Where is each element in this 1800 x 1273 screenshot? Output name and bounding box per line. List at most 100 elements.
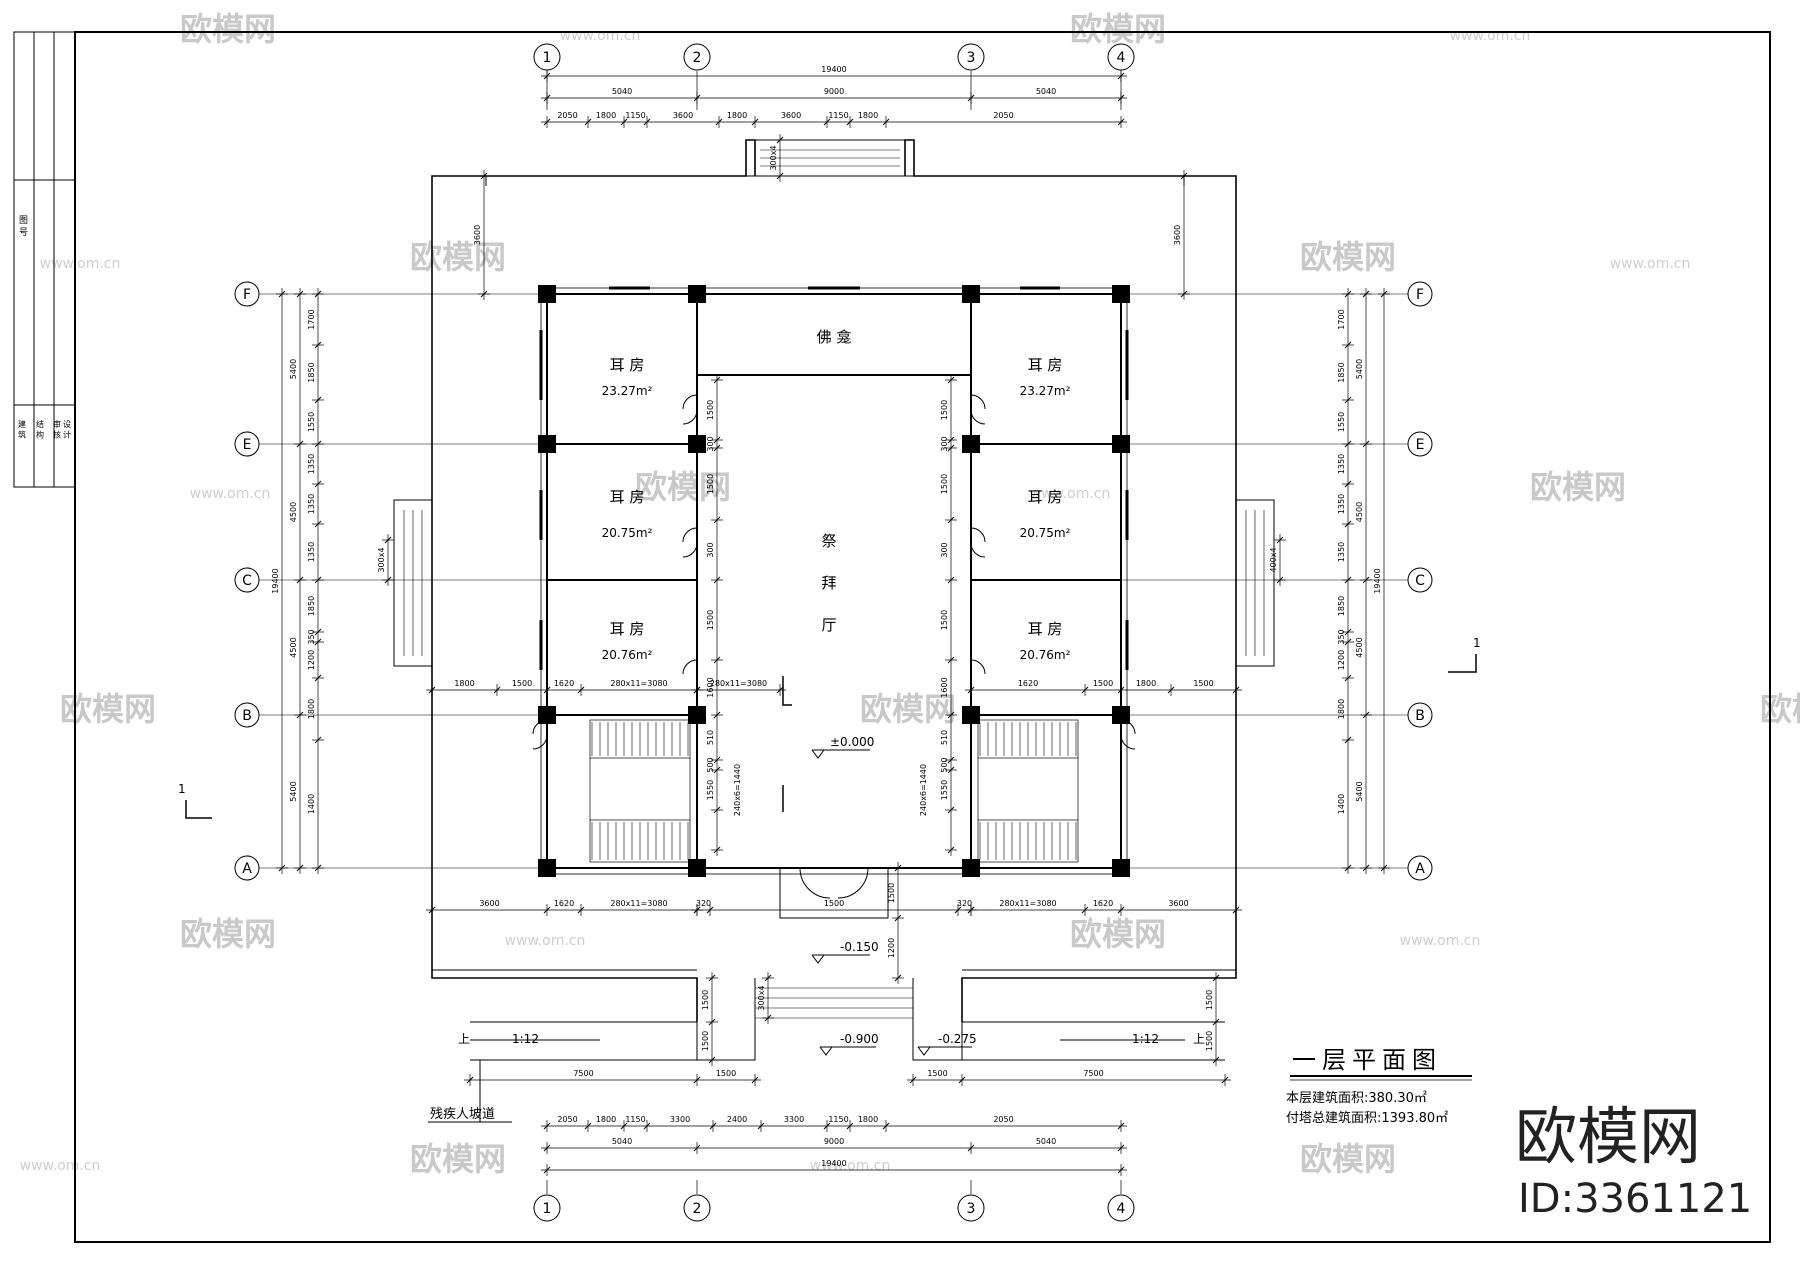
dim-bottom-fine-slash — [1117, 1122, 1125, 1130]
dim-right-mid-value: 5400 — [1355, 359, 1364, 379]
watermark-text: 欧模网 — [410, 1140, 506, 1178]
dim-row-b-right-value: 1500 — [1193, 679, 1213, 688]
dim-ramp-front-right-slash — [1212, 1018, 1220, 1026]
dim-door-left-slash — [713, 711, 721, 719]
brand-id: ID:3361121 — [1518, 1176, 1752, 1222]
dim-top-fine-slash — [751, 118, 759, 126]
column — [688, 859, 706, 877]
room-ear-label: 耳 房 — [610, 488, 645, 506]
dim-right-total-value: 19400 — [1373, 568, 1382, 593]
dim-bottom-total-value: 19400 — [821, 1159, 846, 1168]
stair-treads — [591, 722, 1077, 860]
axis-label: B — [242, 708, 252, 724]
watermark-text: 欧模网 — [635, 468, 731, 506]
dim-ramp-bottom-right-slash — [958, 1076, 966, 1084]
dim-bottom-fine-slash — [846, 1122, 854, 1130]
axis-label: C — [242, 573, 252, 589]
dim-left-fine-slash — [314, 440, 322, 448]
dim-ramp-bottom-left-slash — [751, 1076, 759, 1084]
column — [688, 285, 706, 303]
dim-right-fine-value: 1200 — [1337, 650, 1346, 670]
dim-door-right-slash — [947, 516, 955, 524]
dim-left-fine-slash — [314, 638, 322, 646]
dim-ramp-front-left-value: 1500 — [701, 990, 710, 1010]
dim-door-left-value: 1500 — [706, 400, 715, 420]
dim-door-right-value: 1600 — [940, 677, 949, 697]
axis-label: F — [243, 287, 251, 303]
dim-top-fine-slash — [584, 118, 592, 126]
dim-right-fine-value: 1550 — [1337, 412, 1346, 432]
dim-side-stair-left-slash — [384, 576, 392, 584]
dim-right-mid-slash — [1362, 440, 1370, 448]
dim-right-fine-value: 1800 — [1337, 699, 1346, 719]
room-buddha-hall: 佛 龛 — [817, 328, 852, 346]
dim-side-stair-left-slash — [384, 536, 392, 544]
dim-bottom-mid-slash — [967, 1144, 975, 1152]
dim-door-right-slash — [947, 376, 955, 384]
drawing-title-block: 一层平面图 本层建筑面积:380.30㎡ 付塔总建筑面积:1393.80㎡ — [1286, 1046, 1472, 1126]
dim-left-fine-slash — [314, 864, 322, 872]
dim-row-b-right-slash — [1081, 686, 1089, 694]
dim-terrace-front-slash — [1180, 172, 1188, 180]
dim-bottom-fine-value: 1800 — [596, 1115, 616, 1124]
dim-left-fine-slash — [314, 290, 322, 298]
dim-stair-label: 240x6=1440 — [919, 764, 928, 816]
dim-left-fine-value: 1350 — [307, 454, 316, 474]
dim-ramp-front-left-slash — [708, 1018, 716, 1026]
dim-right-fine-slash — [1344, 290, 1352, 298]
dim-row-b-right-slash — [1232, 686, 1240, 694]
dim-door-left-value: 1500 — [706, 610, 715, 630]
dim-door-right-slash — [947, 846, 955, 854]
watermark-text: 欧模网 — [1530, 468, 1626, 506]
column — [962, 706, 980, 724]
dim-right-mid-slash — [1362, 290, 1370, 298]
dim-ramp-front-right-slash — [1212, 1056, 1220, 1064]
dim-left-fine-slash — [314, 736, 322, 744]
dim-right-fine-slash — [1344, 480, 1352, 488]
room-ear-label: 耳 房 — [1028, 620, 1063, 638]
dim-ramp-front-left-value: 1500 — [701, 1031, 710, 1051]
dim-row-a-left-slash — [428, 906, 436, 914]
dim-bottom-fine-slash — [823, 1122, 831, 1130]
dim-bottom-fine-value: 3300 — [670, 1115, 690, 1124]
dim-right-fine-slash — [1344, 628, 1352, 636]
dim-row-a-left-value: 3600 — [479, 899, 499, 908]
watermark-url: www.om.cn — [505, 933, 586, 949]
dim-door-right-value: 1500 — [940, 400, 949, 420]
dim-top-fine-value: 3600 — [781, 111, 801, 120]
dim-row-a-mid-value: 320 — [696, 899, 711, 908]
dim-right-fine-slash — [1344, 638, 1352, 646]
dim-bottom-fine-value: 3300 — [784, 1115, 804, 1124]
dim-left-fine-slash — [314, 341, 322, 349]
dim-ramp-bottom-right-slash — [909, 1076, 917, 1084]
room-worship-hall-char: 厅 — [821, 616, 836, 634]
dim-row-a-left-slash — [577, 906, 585, 914]
dim-door-left-slash — [713, 766, 721, 774]
dim-top-total-value: 19400 — [821, 65, 846, 74]
dim-right-fine-slash — [1344, 520, 1352, 528]
dim-ramp-bottom-left-slash — [466, 1076, 474, 1084]
watermark-url: www.om.cn — [190, 486, 271, 502]
dim-right-fine-slash — [1344, 341, 1352, 349]
dim-right-fine-slash — [1344, 864, 1352, 872]
dim-door-left-value: 1600 — [706, 677, 715, 697]
dim-door-right-value: 1500 — [940, 610, 949, 630]
dim-bottom-fine-slash — [620, 1122, 628, 1130]
dim-terrace-front-value: 3600 — [1173, 225, 1182, 245]
dim-bottom-fine-value: 1150 — [625, 1115, 645, 1124]
room-ear-area: 20.76m² — [1020, 648, 1071, 662]
title-block-role: 设 计 — [63, 419, 72, 440]
dim-ramp-front-left-slash — [708, 974, 716, 982]
dim-bottom-fine-value: 1800 — [858, 1115, 878, 1124]
ramp-slope: 1:12 — [1132, 1032, 1159, 1046]
dim-row-a-mid-slash — [954, 906, 962, 914]
axis-label: A — [242, 861, 252, 877]
axis-bubble — [957, 1194, 985, 1222]
dim-left-mid-value: 4500 — [289, 637, 298, 657]
dim-left-fine-value: 350 — [307, 629, 316, 644]
dim-entry-slash — [894, 914, 902, 922]
room-worship-hall-char: 拜 — [821, 574, 836, 592]
dim-row-b-stair-slash — [693, 686, 701, 694]
dim-front-steps-slash — [764, 974, 772, 982]
level-ground: -0.900 — [840, 1032, 879, 1046]
